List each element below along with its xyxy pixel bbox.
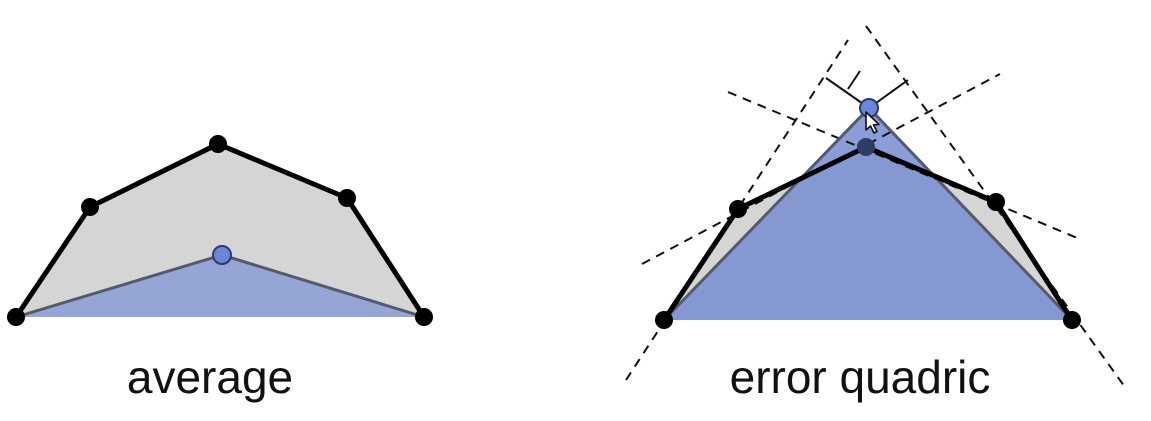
- quadric-simplified-region: [664, 108, 1072, 320]
- average-new-vertex: [212, 245, 232, 265]
- average-vertex: [209, 135, 227, 153]
- quadric-vertex: [655, 311, 673, 329]
- quadric-vertex: [1063, 311, 1081, 329]
- optimal-point-guide: [847, 70, 861, 90]
- average-vertex: [7, 308, 25, 326]
- mouse-cursor-icon: [865, 111, 880, 134]
- quadric-vertex: [857, 138, 875, 156]
- average-vertex: [81, 198, 99, 216]
- average-original-region: [16, 144, 424, 317]
- average-simplified-region: [16, 255, 424, 317]
- error-quadric-panel: error quadric: [625, 25, 1128, 403]
- error-quadric-caption: error quadric: [730, 351, 991, 403]
- quadric-vertex: [729, 200, 747, 218]
- plane-line: [641, 73, 1001, 265]
- quadric-vertex: [987, 193, 1005, 211]
- average-vertex: [338, 189, 356, 207]
- average-panel: average: [7, 135, 433, 403]
- plane-line: [865, 25, 1128, 391]
- average-caption: average: [127, 351, 293, 403]
- average-vertex: [415, 308, 433, 326]
